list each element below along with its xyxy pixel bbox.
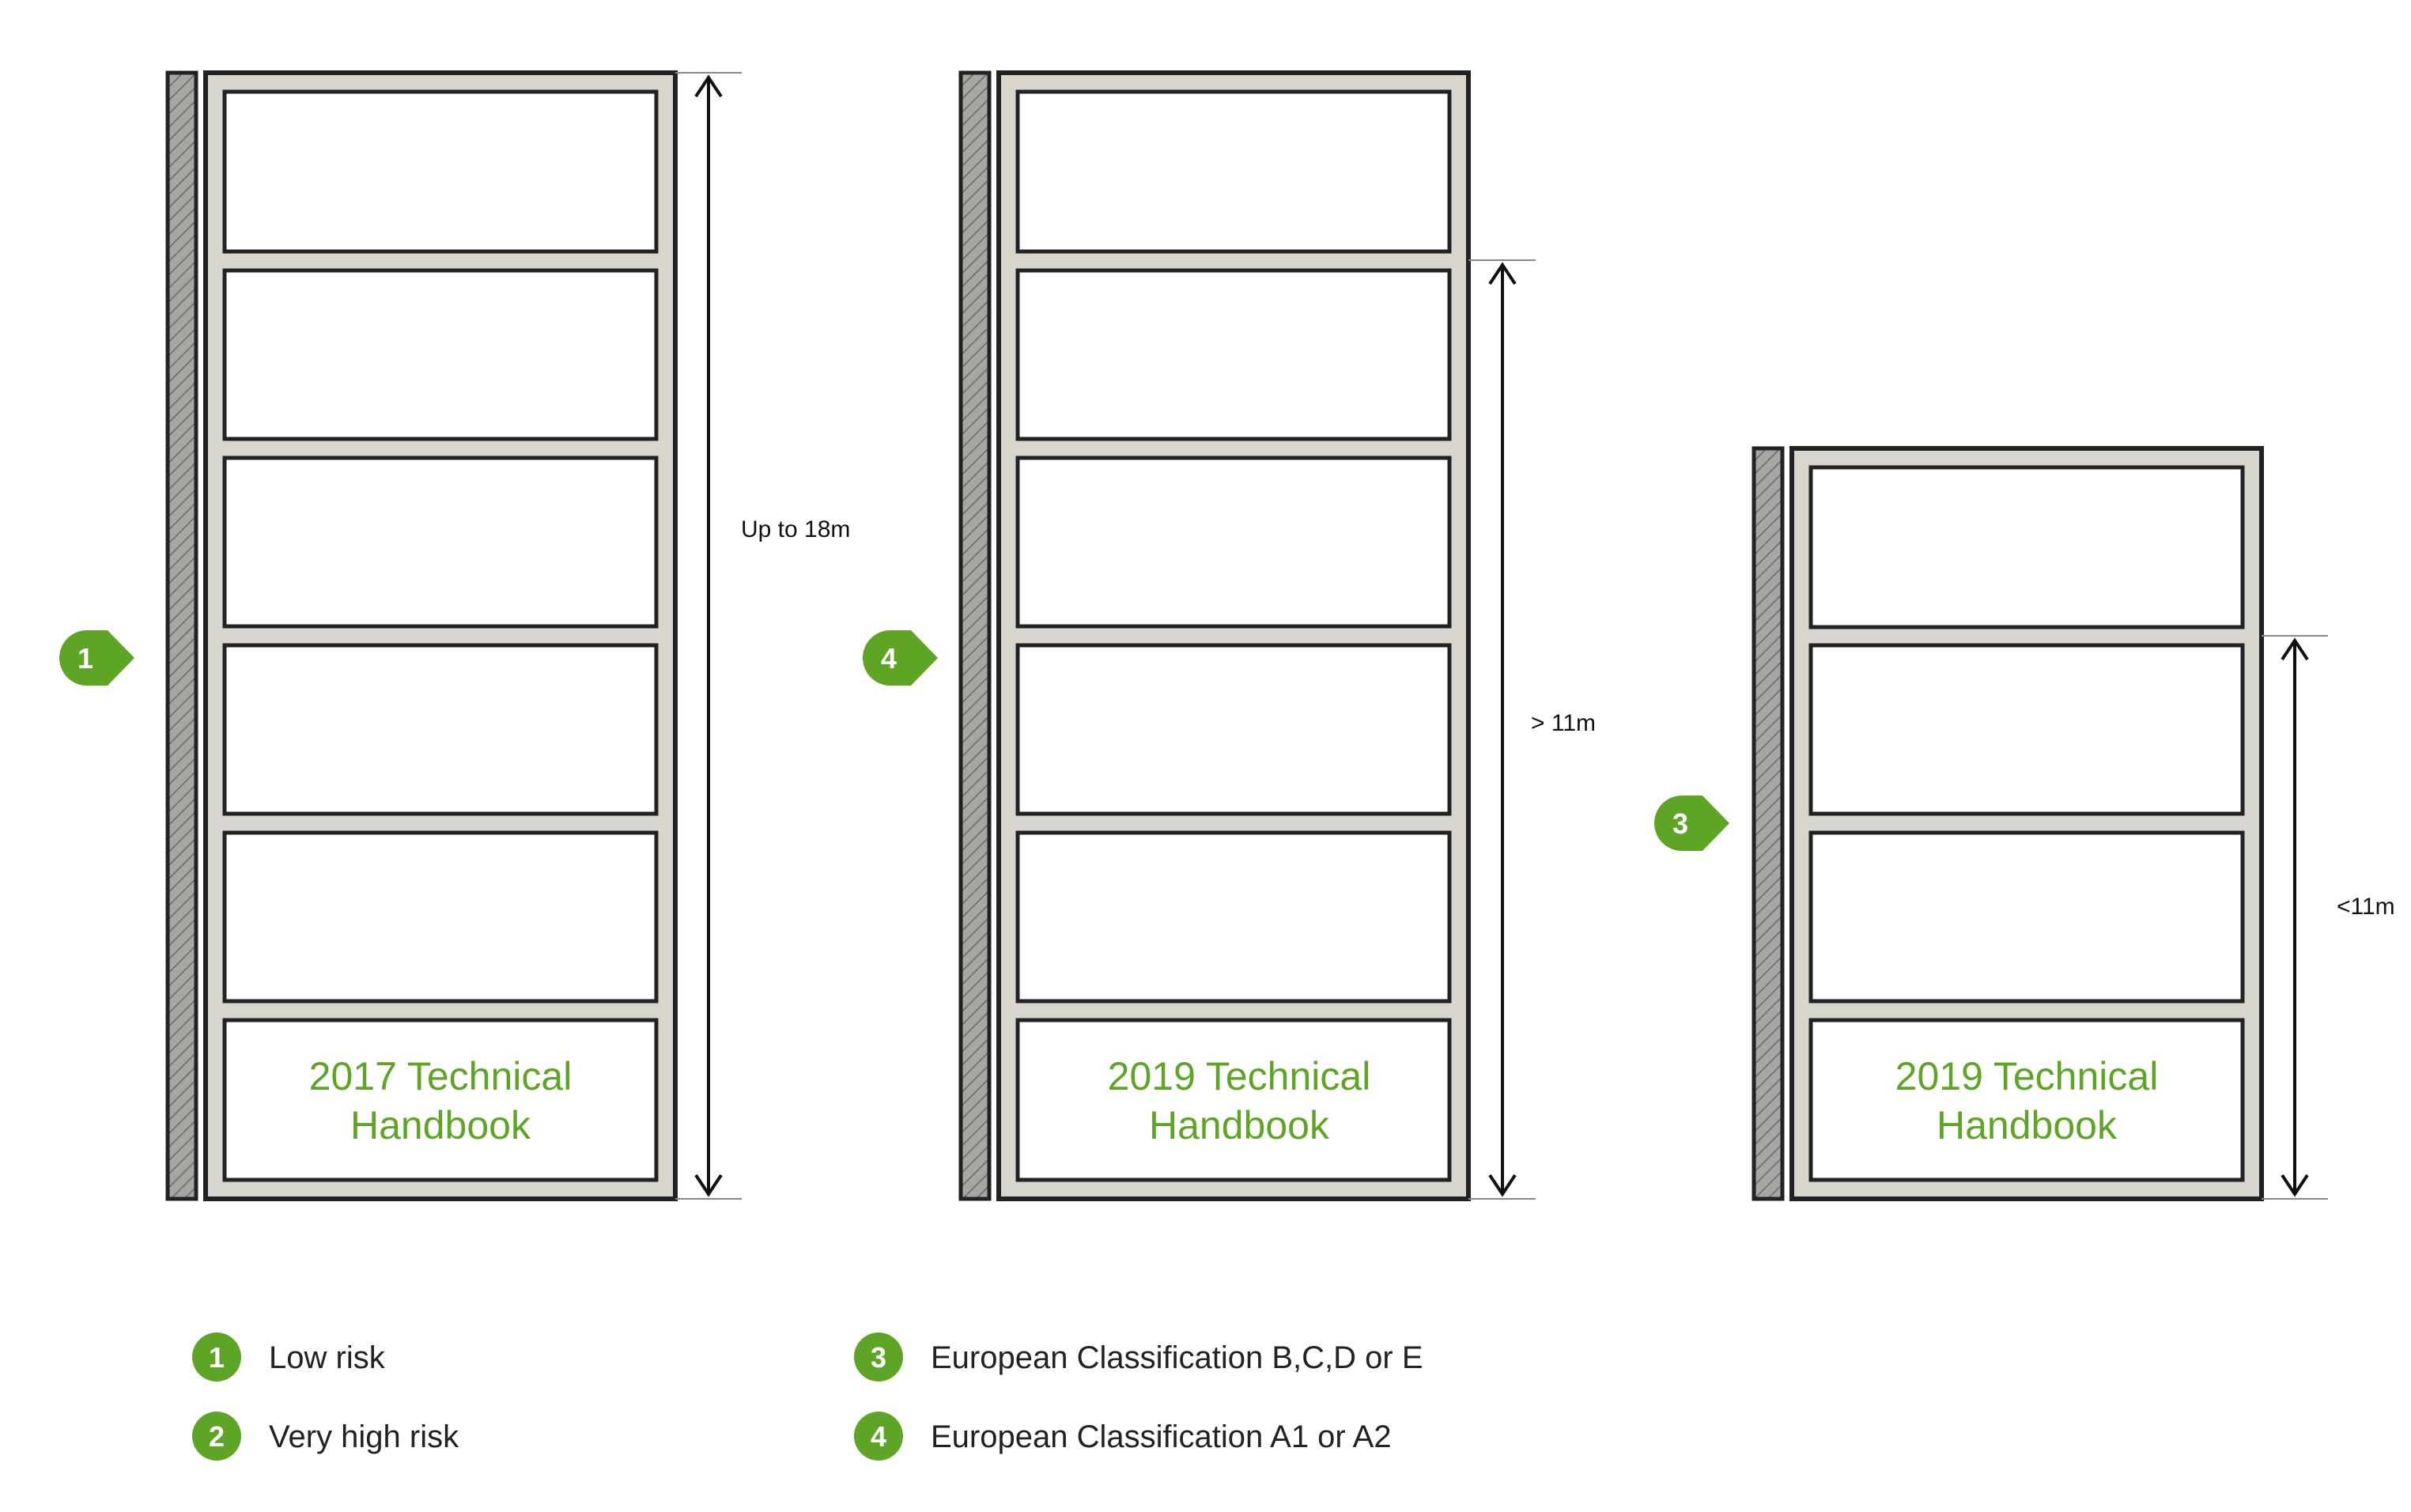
- handbook-label-line1: 2019 Technical: [1108, 1054, 1371, 1098]
- legend-badge-icon: [192, 1412, 241, 1461]
- legend-number: 4: [871, 1420, 886, 1453]
- dimension-arrow-bottom-1: [694, 1174, 723, 1197]
- floor-2-2: [1015, 830, 1452, 1004]
- floor-2-3: [1015, 643, 1452, 816]
- handbook-label-line1: 2019 Technical: [1895, 1054, 2159, 1098]
- dimension-arrow-top-3: [2281, 637, 2309, 661]
- legend-badge-icon: [854, 1412, 903, 1461]
- wall-2: [958, 70, 992, 1201]
- wall-3: [1752, 446, 1785, 1201]
- dimension-arrow-bottom-2: [1488, 1174, 1517, 1197]
- handbook-label-line2: Handbook: [1937, 1103, 2118, 1147]
- legend-number: 3: [871, 1341, 886, 1374]
- legend-number: 1: [209, 1341, 225, 1374]
- floor-3-3: [1808, 643, 2245, 816]
- floor-1-2: [222, 830, 659, 1004]
- dimension-arrow-top-2: [1488, 262, 1517, 285]
- floor-2-4: [1015, 455, 1452, 629]
- building-frame-1: [203, 70, 678, 1201]
- dimension-label-1: Up to 18m: [741, 516, 850, 542]
- marker-pin-icon: [1654, 796, 1729, 851]
- dimension-label-2: > 11m: [1531, 710, 1596, 736]
- legend-label: Very high risk: [269, 1419, 459, 1454]
- legend-badge-icon: [854, 1332, 903, 1382]
- legend-label: European Classification A1 or A2: [931, 1419, 1392, 1454]
- handbook-label-line2: Handbook: [350, 1103, 531, 1147]
- legend-item-3: 3 European Classification B,C,D or E: [854, 1332, 1423, 1382]
- floor-1-4: [222, 455, 659, 629]
- building-3: 2019 Technical Handbook <11m 3: [1654, 446, 2395, 1201]
- dimension-arrow-bottom-3: [2281, 1174, 2309, 1197]
- legend-badge-icon: [192, 1332, 241, 1382]
- marker-1: 1: [59, 630, 134, 686]
- floor-1-6: [222, 89, 659, 254]
- marker-pin-icon: [863, 630, 938, 686]
- floor-3-1: [1808, 1018, 2245, 1182]
- legend-label: European Classification B,C,D or E: [931, 1340, 1423, 1375]
- marker-number: 1: [77, 642, 93, 675]
- wall-1: [165, 70, 198, 1201]
- legend-item-2: 2 Very high risk: [192, 1412, 459, 1461]
- floor-3-2: [1808, 830, 2245, 1004]
- legend: 1 Low risk 2 Very high risk 3 European C…: [192, 1332, 1423, 1461]
- floor-2-1: [1015, 1018, 1452, 1182]
- floor-2-6: [1015, 89, 1452, 254]
- building-2: 2019 Technical Handbook > 11m 4: [863, 70, 1596, 1201]
- dimension-arrow-top-1: [694, 74, 723, 98]
- handbook-label-line1: 2017 Technical: [309, 1054, 573, 1098]
- marker-4: 4: [863, 630, 938, 686]
- legend-item-1: 1 Low risk: [192, 1332, 386, 1382]
- legend-number: 2: [209, 1420, 225, 1453]
- handbook-label-line2: Handbook: [1149, 1103, 1330, 1147]
- marker-number: 4: [881, 642, 897, 675]
- floor-1-3: [222, 643, 659, 816]
- floor-1-5: [222, 268, 659, 441]
- floor-3-4: [1808, 465, 2245, 629]
- dimension-label-3: <11m: [2337, 894, 2395, 920]
- legend-item-4: 4 European Classification A1 or A2: [854, 1412, 1392, 1461]
- marker-pin-icon: [59, 630, 134, 686]
- floor-1-1: [222, 1018, 659, 1182]
- marker-number: 3: [1672, 807, 1688, 840]
- building-1: 2017 Technical Handbook Up to 18m 1: [59, 70, 850, 1201]
- floor-2-5: [1015, 268, 1452, 441]
- marker-3: 3: [1654, 796, 1729, 851]
- building-frame-2: [996, 70, 1471, 1201]
- legend-label: Low risk: [269, 1340, 386, 1375]
